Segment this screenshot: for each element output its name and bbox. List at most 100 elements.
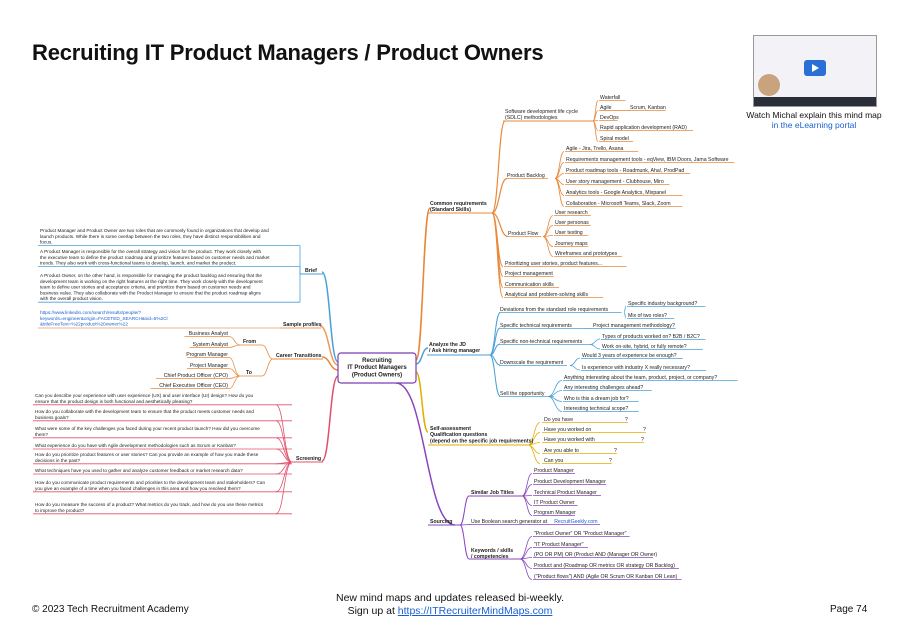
sell-item: Who is this a dream job for? [564, 396, 629, 402]
sdlc-item: Agile [600, 105, 612, 111]
sdlc-label: (SDLC) methodologies [505, 115, 558, 121]
connector [459, 524, 471, 526]
connector [542, 236, 554, 257]
screening-question: ensure that the product design is both f… [35, 399, 193, 404]
screening-question: to improve the product? [35, 508, 85, 513]
self-question-mark: ? [625, 417, 628, 423]
center-node-label: IT Product Managers [347, 365, 407, 371]
branch-self-label: Self-assessment [430, 426, 471, 432]
branch-sourcing [395, 382, 456, 526]
branch-self-label: Qualification questions [430, 432, 487, 438]
analyze-sell: Sell the opportunity [500, 391, 545, 397]
connector [489, 354, 501, 397]
brief-paragraph: the executive team to define the product… [40, 255, 270, 260]
connector [459, 524, 470, 560]
flow-item: Wireframes and prototypes [555, 251, 618, 257]
backlog-item: Requirements management tools - eqView, … [566, 157, 729, 163]
connector [592, 120, 599, 142]
brief-paragraph: team to define user stories and acceptan… [40, 285, 251, 290]
connector [489, 343, 501, 356]
branch-analyze-label: Analyze the JD [429, 342, 466, 348]
self-question: Are you able to [544, 448, 579, 454]
connector [554, 178, 565, 207]
sdlc-label: Software development life cycle [505, 109, 578, 115]
screening-question: decisions in the past? [35, 458, 80, 463]
screening-question: How do you measure the success of a prod… [35, 502, 264, 507]
connector [228, 344, 241, 348]
backlog-item: Product roadmap tools - Roadmunk, Aha!, … [566, 168, 684, 174]
video-controls-bar [754, 97, 876, 106]
similar-title-item: Program Manager [534, 510, 576, 516]
play-icon[interactable] [804, 60, 826, 76]
flow-item: Journey maps [555, 241, 588, 247]
nontech-item: Types of products worked on? B2B / B2C? [602, 334, 700, 340]
branch-analyze-label: / Ask hiring manager [429, 348, 480, 354]
sell-item: Interesting technical scope? [564, 406, 628, 412]
connector [261, 344, 274, 360]
brief-paragraph: business value. They also collaborate wi… [40, 290, 262, 295]
self-question-mark: ? [609, 458, 612, 464]
connector [491, 177, 508, 214]
branch-common-label: Common requirements [430, 201, 487, 207]
branch-sample [319, 325, 339, 366]
connector [521, 495, 533, 516]
sdlc-item: DevOps [600, 115, 619, 121]
connector [491, 212, 509, 238]
sell-item: Anything interesting about the team, pro… [564, 375, 717, 381]
self-question-mark: ? [643, 427, 646, 433]
signup-link[interactable]: https://ITRecruiterMindMaps.com [397, 604, 553, 617]
screening-question: business goals? [35, 415, 69, 420]
video-thumbnail[interactable] [753, 35, 877, 107]
signup-banner: New mind maps and updates released bi-we… [280, 592, 620, 617]
screening-question: you give an example of a time when you f… [35, 486, 241, 491]
connector [589, 338, 601, 345]
similar-titles-label: Similar Job Titles [471, 490, 514, 496]
flow-item: User research [555, 210, 588, 216]
connector [547, 396, 563, 412]
boolean-prefix: Use Boolean search generator at [471, 519, 548, 525]
presenter-avatar [758, 74, 780, 96]
screening-question: How do you prioritize product features o… [35, 452, 259, 457]
career-to-item: Chief Executive Officer (CEO) [159, 383, 228, 389]
sell-item: Any interesting challenges ahead? [564, 385, 643, 391]
branch-career [321, 356, 339, 371]
elearning-link[interactable]: in the eLearning portal [771, 120, 857, 130]
career-to-item: Chief Product Officer (CPO) [164, 373, 228, 379]
brief-paragraph: with the overall product vision. [40, 296, 103, 301]
connector [527, 444, 541, 464]
center-node [337, 352, 417, 384]
connector [275, 448, 293, 463]
common-other-item: Prioritizing user stories, product featu… [505, 261, 602, 267]
branch-screening-label: Screening [296, 456, 321, 462]
backlog-item: Analytics tools - Google Analytics, Mixp… [566, 190, 666, 196]
connector [459, 495, 470, 526]
common-other-item: Project management [505, 271, 553, 277]
sample-profile-link: keywords=engineer&origin=FACETED_SEARCH&… [40, 316, 168, 321]
backlog-item: Collaboration - Microsoft Teams, Slack, … [566, 201, 671, 207]
brief-paragraph: focus. [40, 240, 53, 245]
similar-title-item: Product Development Manager [534, 479, 606, 485]
center-node-label: (Product Owners) [352, 372, 402, 378]
page-number: Page 74 [830, 604, 868, 615]
self-question-mark: ? [641, 437, 644, 443]
flow-item: User personas [555, 220, 589, 226]
boolean-link: RecruitGeekly.com [554, 519, 597, 525]
connector [275, 420, 293, 463]
analyze-downscale: Downscale the requirement [500, 360, 564, 366]
branch-self [415, 371, 429, 433]
connector [589, 344, 601, 350]
keywords-label: Keywords / skills [471, 548, 513, 554]
keyword-item: ("Product flows") AND (Agile OR Scrum OR… [534, 574, 677, 580]
deviation-item: Mix of two roles? [628, 313, 667, 319]
branch-common [415, 207, 431, 361]
similar-title-item: IT Product Owner [534, 500, 575, 506]
connector [228, 375, 241, 389]
connector [491, 212, 504, 298]
screening-question: What were some of the key challenges you… [35, 426, 260, 431]
career-to-item: Project Manager [190, 363, 228, 369]
career-from-item: Business Analyst [189, 331, 229, 337]
connector [491, 120, 506, 214]
branch-analyze [415, 347, 429, 365]
backlog-item: Agile - Jira, Trello, Asana [566, 146, 623, 152]
keyword-item: Product and (Roadmap OR metrics OR strat… [534, 563, 675, 569]
